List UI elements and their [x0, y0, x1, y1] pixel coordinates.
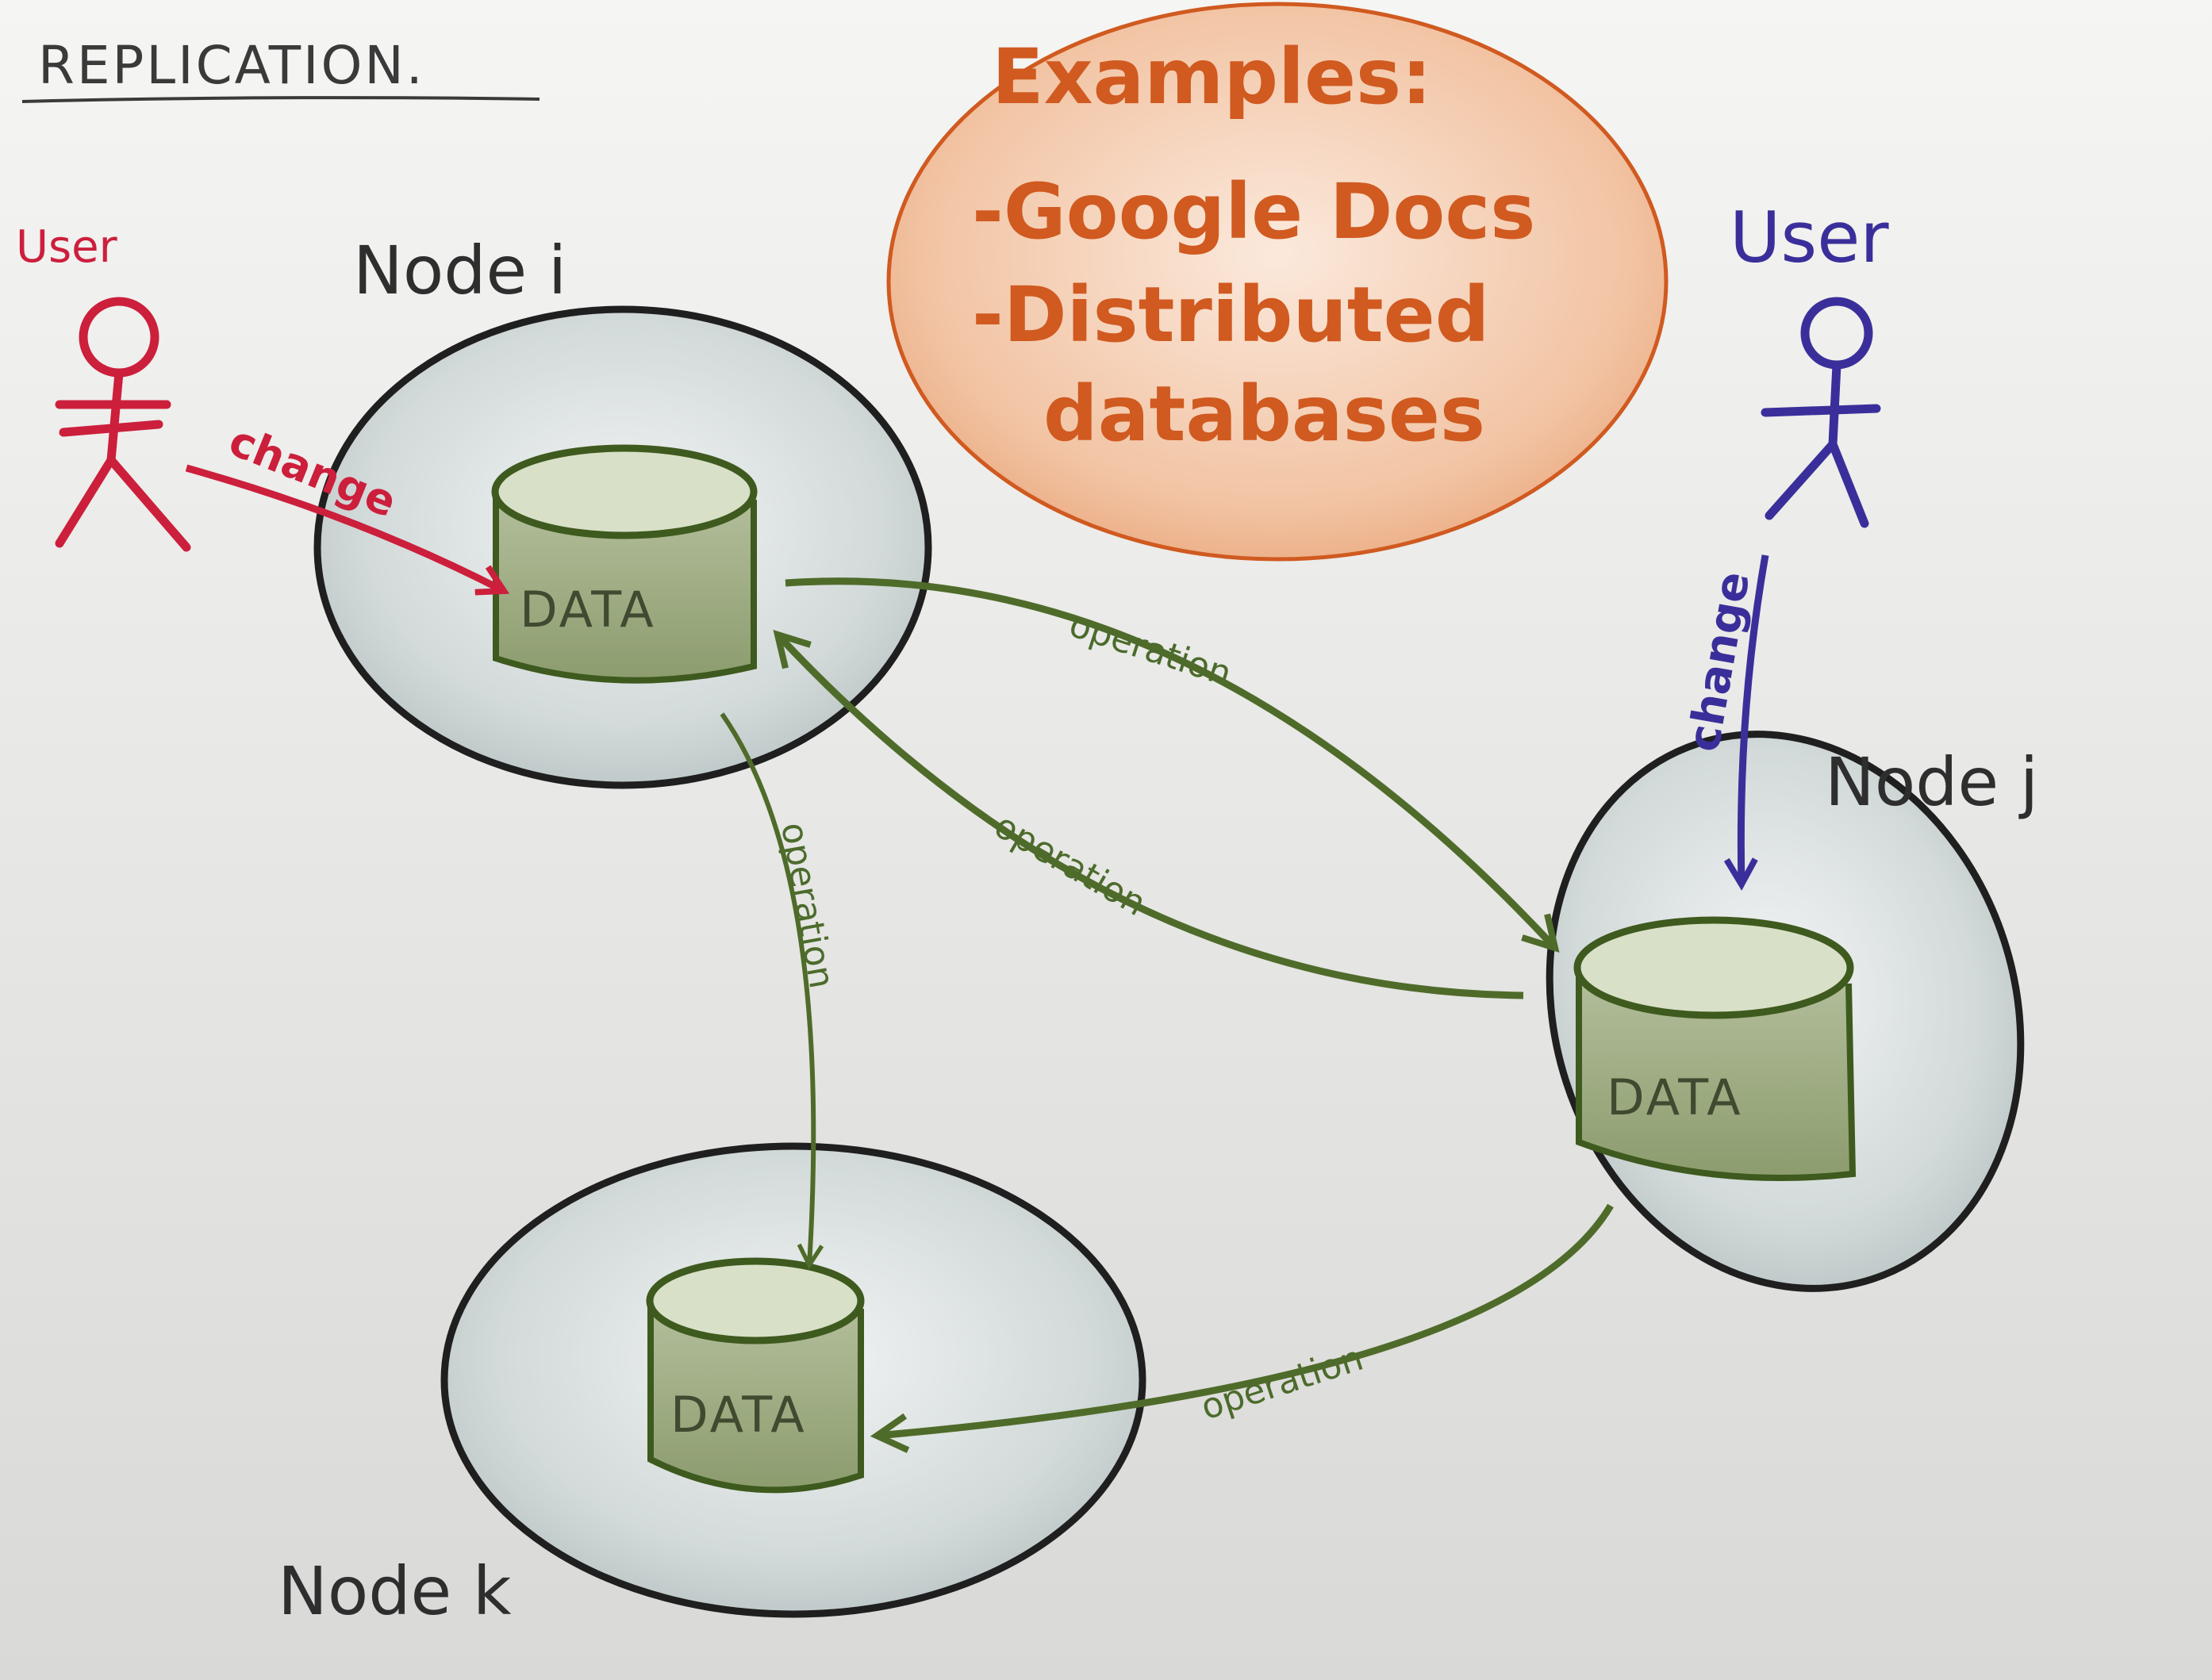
node-k-label: Node k [278, 1552, 512, 1630]
title-underline [21, 96, 540, 103]
examples-bubble: Examples: -Google Docs -Distributed data… [886, 2, 1669, 562]
title-block: REPLICATION. [21, 35, 540, 103]
user-left-stick-figure-icon [55, 297, 191, 552]
arrow-i-to-j [785, 577, 1560, 953]
node-j-data-label: DATA [1607, 1068, 1743, 1126]
node-i-database-icon [491, 444, 758, 684]
node-j-label: Node j [1825, 743, 2038, 821]
user-right-label: User [1730, 197, 1889, 278]
node-k-database-icon [646, 1257, 865, 1494]
node-i-label: Node i [353, 232, 566, 309]
example-databases: databases [1043, 370, 1485, 458]
node-k-data-label: DATA [670, 1386, 807, 1444]
user-right: User change [1678, 197, 1889, 891]
example-google-docs: -Google Docs [972, 167, 1535, 256]
arrow-j-to-i [773, 630, 1524, 999]
user-left-change-arrow [185, 464, 510, 596]
user-right-change-arrow [1723, 554, 1769, 891]
user-left-label: User [16, 221, 118, 273]
node-j: Node j DATA [1546, 731, 2038, 1292]
user-right-stick-figure-icon [1761, 297, 1881, 528]
node-j-database-icon [1573, 916, 1857, 1181]
node-i-data-label: DATA [520, 581, 656, 639]
arrow-j-to-k [870, 1203, 1614, 1453]
examples-heading: Examples: [992, 33, 1432, 121]
page-title: REPLICATION. [38, 35, 425, 96]
example-distributed: -Distributed [972, 270, 1490, 359]
examples-circle [886, 2, 1669, 562]
arrow-i-to-k [720, 712, 824, 1270]
node-k: Node k DATA [278, 1142, 1146, 1630]
